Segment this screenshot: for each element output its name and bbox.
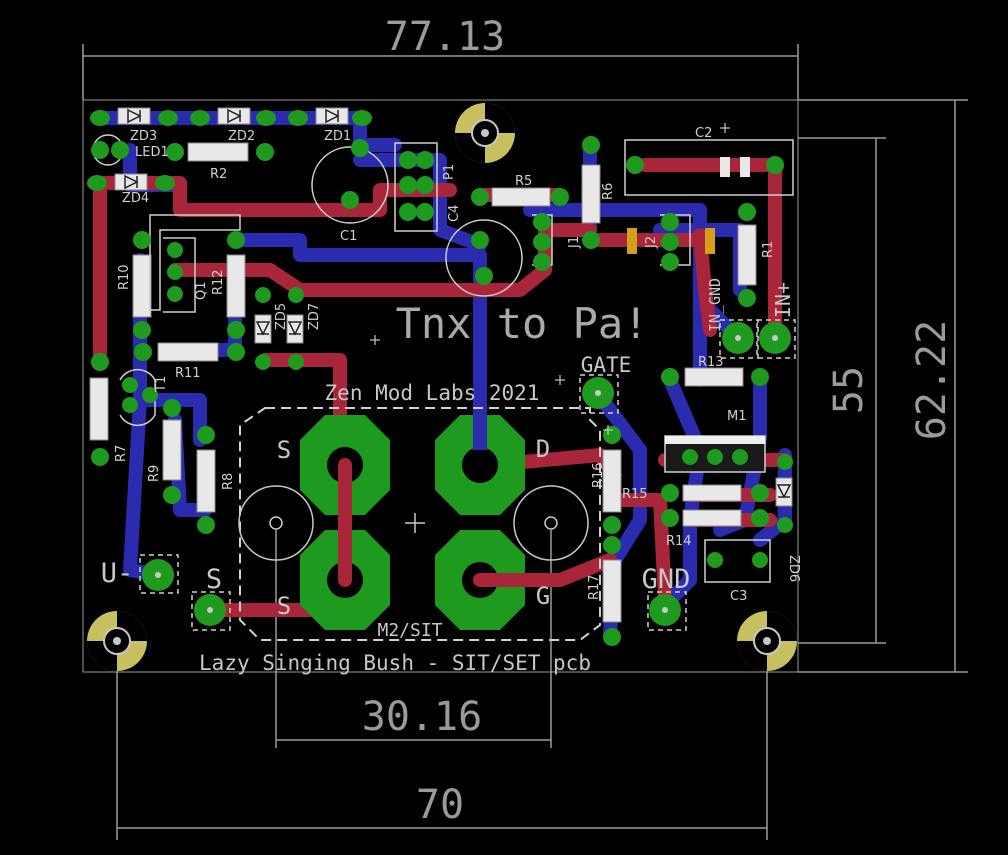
terminal-gnd-label: GND xyxy=(642,564,691,595)
dim-bottom-width: 70 xyxy=(416,782,464,828)
mount-hole-bottom-right xyxy=(737,611,797,671)
label-j1: J1 xyxy=(567,236,582,249)
terminal-in-gnd-label: IN_GND xyxy=(706,278,724,332)
label-c1: C1 xyxy=(340,229,357,244)
pad-label-s-bottom: S xyxy=(277,592,291,620)
label-r11: R11 xyxy=(175,366,201,381)
label-t1: T1 xyxy=(154,376,169,393)
label-c4: C4 xyxy=(447,205,462,222)
board-outline xyxy=(82,99,799,673)
label-zd1: ZD1 xyxy=(324,129,351,144)
terminal-gate-label: GATE xyxy=(581,353,632,377)
label-zd7: ZD7 xyxy=(307,303,322,330)
label-r9: R9 xyxy=(147,465,162,482)
pad-label-s-top: S xyxy=(277,436,291,464)
label-zd4: ZD4 xyxy=(122,191,149,206)
label-p1: P1 xyxy=(442,164,457,180)
dim-right-outer: 62.22 xyxy=(909,320,955,440)
label-r10: R10 xyxy=(117,264,132,290)
transistor-label: M2/SIT xyxy=(377,620,442,641)
pad-label-d: D xyxy=(536,435,550,463)
diode-glyphs xyxy=(124,108,792,499)
label-c2: C2 xyxy=(695,126,712,141)
label-r1: R1 xyxy=(761,241,776,258)
terminal-s-label: S xyxy=(206,564,222,595)
origin-crosshairs xyxy=(370,123,730,435)
terminal-u-minus-label: U- xyxy=(101,558,134,589)
label-q1: Q1 xyxy=(194,281,209,300)
label-r13: R13 xyxy=(698,355,724,370)
label-r6: R6 xyxy=(601,183,616,200)
label-zd6: ZD6 xyxy=(786,555,801,582)
label-led1: LED1 xyxy=(135,145,169,160)
label-zd5: ZD5 xyxy=(274,303,289,330)
label-r14: R14 xyxy=(666,534,692,549)
j1-body xyxy=(627,228,637,254)
headline-text: Tnx to Pa! xyxy=(396,299,649,348)
credit-text: Zen Mod Labs 2021 xyxy=(325,381,540,405)
label-zd3: ZD3 xyxy=(130,129,157,144)
label-r2: R2 xyxy=(210,167,227,182)
label-r7: R7 xyxy=(114,445,129,462)
label-c3: C3 xyxy=(730,589,747,604)
board-title: Lazy Singing Bush - SIT/SET pcb xyxy=(199,651,591,675)
dim-mount-spacing: 30.16 xyxy=(362,694,482,740)
c2-body xyxy=(720,157,730,177)
label-r15: R15 xyxy=(622,487,648,502)
j2-body xyxy=(705,228,715,254)
dim-top-width: 77.13 xyxy=(385,14,505,60)
label-r12: R12 xyxy=(211,269,226,295)
pad-holes xyxy=(155,335,778,613)
label-r17: R17 xyxy=(587,574,602,600)
dim-right-inner: 55 xyxy=(826,366,872,414)
dimension-lines xyxy=(82,44,968,840)
mount-hole-top xyxy=(455,103,515,163)
mount-hole-bottom-left xyxy=(87,611,147,671)
label-zd2: ZD2 xyxy=(228,129,255,144)
component-designators: ZD3 ZD2 ZD1 ZD4 LED1 R2 C1 P1 C4 R5 R6 C… xyxy=(114,126,801,604)
label-j2: J2 xyxy=(644,236,659,249)
label-r5: R5 xyxy=(515,174,532,189)
terminal-in-plus-label: IN+ xyxy=(771,282,795,318)
pad-label-g: G xyxy=(536,582,550,610)
transistor-footprint xyxy=(238,407,601,641)
label-r16: R16 xyxy=(591,462,606,488)
label-m1: M1 xyxy=(727,409,747,424)
label-r8: R8 xyxy=(221,473,236,490)
